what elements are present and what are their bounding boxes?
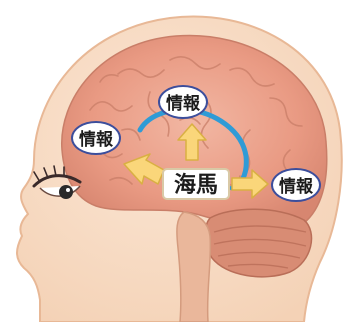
info-label-top: 情報 bbox=[158, 85, 208, 119]
info-label-right: 情報 bbox=[271, 168, 321, 202]
brain-stem bbox=[177, 212, 211, 322]
hippocampus-label: 海馬 bbox=[162, 168, 230, 200]
info-label-left: 情報 bbox=[71, 121, 121, 155]
